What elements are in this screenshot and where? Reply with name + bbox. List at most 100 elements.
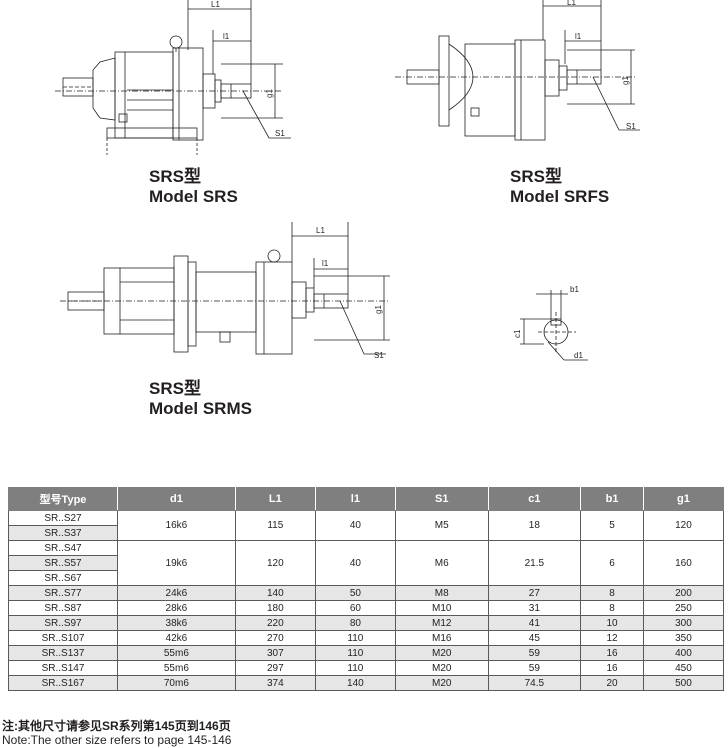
L1-cell: 140: [234, 585, 316, 601]
L1-cell: 220: [234, 615, 316, 631]
g1-cell: 400: [642, 645, 725, 661]
table-row: SR..S87 28k6 180 60 M10 31 8 250: [8, 600, 725, 616]
col-header-g1: g1: [642, 487, 725, 511]
note-en: Note:The other size refers to page 145-1…: [2, 733, 232, 747]
note-zh: 注:其他尺寸请参见SR系列第145页到146页: [2, 719, 231, 733]
d1-cell: 55m6: [117, 645, 236, 661]
g1-cell: 300: [642, 615, 725, 631]
S1-cell: M10: [394, 600, 489, 616]
dim-S1-srs: S1: [275, 129, 285, 138]
b1-cell: 10: [580, 615, 644, 631]
c1-cell: 41: [487, 615, 582, 631]
l1-cell: 80: [314, 615, 396, 631]
dim-L1-srfs: L1: [567, 0, 576, 7]
dim-d1: d1: [574, 351, 583, 360]
type-cell: SR..S147: [8, 660, 118, 676]
c1-cell: 74.5: [487, 675, 582, 691]
table-row: SR..S137 55m6 307 110 M20 59 16 400: [8, 645, 725, 661]
col-header-l1: l1: [314, 487, 396, 511]
S1-cell: M20: [394, 645, 489, 661]
col-header-type: 型号Type: [8, 487, 118, 511]
S1-cell: M16: [394, 630, 489, 646]
table-row: SR..S97 38k6 220 80 M12 41 10 300: [8, 615, 725, 631]
c1-cell: 18: [487, 510, 582, 541]
table-header-row: 型号Type d1 L1 l1 S1 c1 b1 g1: [8, 487, 725, 511]
b1-cell: 16: [580, 660, 644, 676]
b1-cell: 8: [580, 585, 644, 601]
table-row: SR..S27 16k6 115 40 M5 18 5 120: [8, 510, 725, 541]
d1-cell: 55m6: [117, 660, 236, 676]
dim-g1-srms: g1: [374, 305, 383, 314]
b1-cell: 8: [580, 600, 644, 616]
type-cell: SR..S137: [8, 645, 118, 661]
drawing-srms: L1 l1 g1 S1: [60, 222, 390, 360]
g1-cell: 160: [642, 540, 725, 586]
table-row: SR..S47 19k6 120 40 M6 21.5 6 160: [8, 540, 725, 586]
l1-cell: 110: [314, 660, 396, 676]
type-cell: SR..S67: [8, 570, 118, 586]
caption-srms-zh: SRS型: [149, 379, 201, 398]
col-header-L1: L1: [234, 487, 316, 511]
dim-S1-srfs: S1: [626, 122, 636, 131]
type-cell: SR..S77: [8, 585, 118, 601]
table-row: SR..S107 42k6 270 110 M16 45 12 350: [8, 630, 725, 646]
l1-cell: 40: [314, 540, 396, 586]
drawing-srs: L1 l1 g1 S1: [55, 0, 291, 155]
type-cell: SR..S87: [8, 600, 118, 616]
table-row: SR..S57: [8, 555, 724, 571]
d1-cell: 16k6: [117, 510, 236, 541]
L1-cell: 374: [234, 675, 316, 691]
caption-srfs-zh: SRS型: [510, 167, 562, 186]
table-row: SR..S147 55m6 297 110 M20 59 16 450: [8, 660, 725, 676]
S1-cell: M20: [394, 675, 489, 691]
dim-l1-srs: l1: [223, 32, 230, 41]
type-cell: SR..S47: [8, 540, 118, 556]
c1-cell: 31: [487, 600, 582, 616]
b1-cell: 12: [580, 630, 644, 646]
type-cell: SR..S57: [8, 555, 118, 571]
caption-srms: SRS型 Model SRMS: [149, 379, 252, 419]
g1-cell: 500: [642, 675, 725, 691]
drawing-srfs: L1 l1 g1 S1: [395, 0, 640, 141]
l1-cell: 140: [314, 675, 396, 691]
L1-cell: 180: [234, 600, 316, 616]
l1-cell: 40: [314, 510, 396, 541]
dim-l1-srfs: l1: [575, 32, 582, 41]
caption-srs-zh: SRS型: [149, 167, 201, 186]
d1-cell: 19k6: [117, 540, 236, 586]
g1-cell: 120: [642, 510, 725, 541]
b1-cell: 20: [580, 675, 644, 691]
spec-table: 型号Type d1 L1 l1 S1 c1 b1 g1 SR..S27 16k6…: [8, 487, 725, 691]
L1-cell: 120: [234, 540, 316, 586]
dim-L1-srms: L1: [316, 226, 325, 235]
caption-srfs-en: Model SRFS: [510, 187, 610, 206]
type-cell: SR..S27: [8, 510, 118, 526]
caption-srs: SRS型 Model SRS: [149, 167, 238, 207]
dim-b1: b1: [570, 285, 579, 294]
S1-cell: M6: [394, 540, 489, 586]
caption-srms-en: Model SRMS: [149, 399, 252, 418]
c1-cell: 27: [487, 585, 582, 601]
caption-srs-en: Model SRS: [149, 187, 238, 206]
b1-cell: 6: [580, 540, 644, 586]
g1-cell: 250: [642, 600, 725, 616]
d1-cell: 70m6: [117, 675, 236, 691]
L1-cell: 270: [234, 630, 316, 646]
dim-c1: c1: [513, 329, 522, 338]
S1-cell: M5: [394, 510, 489, 541]
L1-cell: 297: [234, 660, 316, 676]
col-header-c1: c1: [487, 487, 582, 511]
l1-cell: 60: [314, 600, 396, 616]
l1-cell: 50: [314, 585, 396, 601]
g1-cell: 450: [642, 660, 725, 676]
col-header-d1: d1: [117, 487, 236, 511]
table-row: SR..S167 70m6 374 140 M20 74.5 20 500: [8, 675, 725, 691]
dim-S1-srms: S1: [374, 351, 384, 360]
b1-cell: 16: [580, 645, 644, 661]
drawing-shaft-section: b1 c1 d1: [513, 285, 588, 361]
type-cell: SR..S107: [8, 630, 118, 646]
l1-cell: 110: [314, 630, 396, 646]
c1-cell: 45: [487, 630, 582, 646]
S1-cell: M8: [394, 585, 489, 601]
l1-cell: 110: [314, 645, 396, 661]
